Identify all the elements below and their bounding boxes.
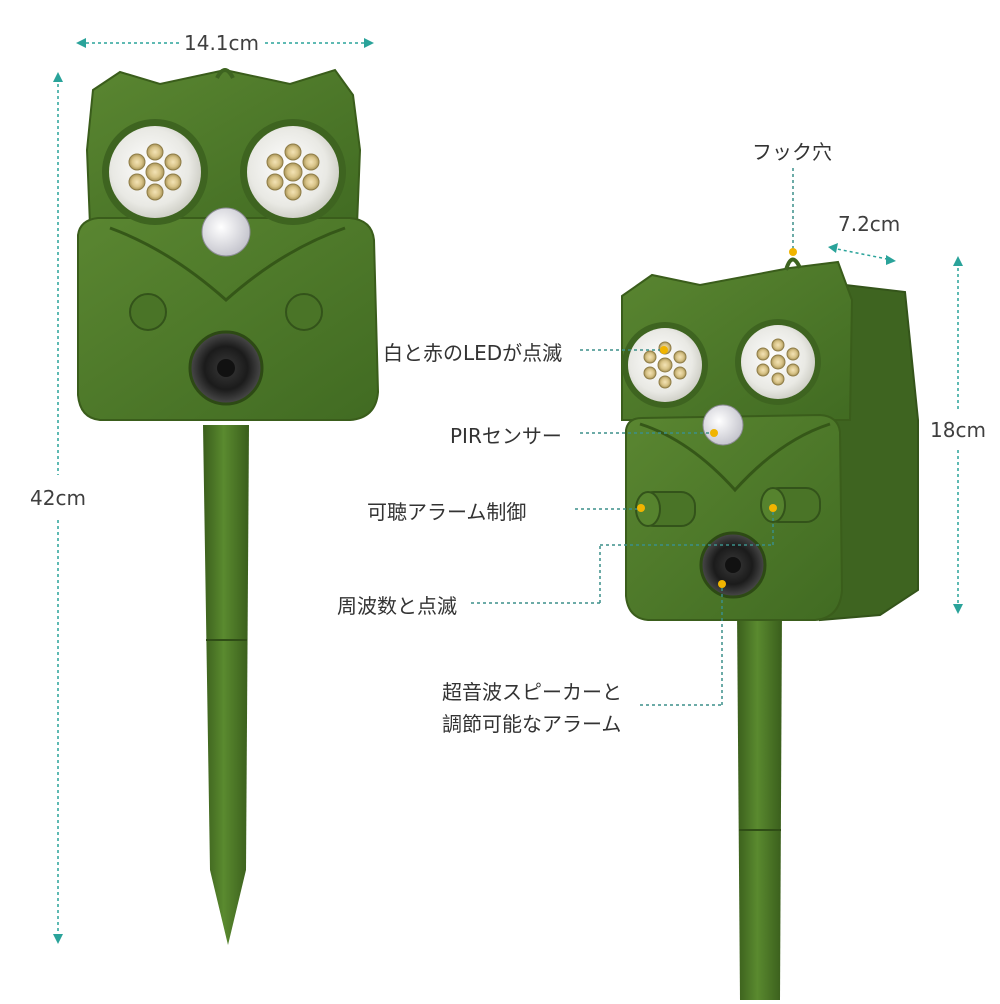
audible-alarm-label: 可聴アラーム制御 — [367, 500, 527, 524]
ground-stake — [203, 425, 249, 945]
height-dimension: 42cm — [26, 486, 90, 510]
ultrasonic-label: 超音波スピーカーと 調節可能なアラーム — [442, 676, 622, 740]
head-height-dimension: 18cm — [926, 418, 990, 442]
angled-view-device — [621, 257, 919, 1000]
ultrasonic-label-line1: 超音波スピーカーと — [442, 680, 622, 704]
ground-stake-angled — [737, 610, 782, 1000]
pir-sensor-label: PIRセンサー — [450, 424, 562, 448]
led-label: 白と赤のLEDが点滅 — [383, 341, 563, 365]
owl-body — [77, 217, 380, 421]
right-knob — [285, 293, 323, 331]
ultrasonic-label-line2: 調節可能なアラーム — [442, 712, 622, 736]
callout-dots — [637, 248, 797, 588]
width-dimension: 14.1cm — [180, 31, 264, 55]
owl-body-angled — [625, 413, 844, 621]
callout-leaders — [471, 168, 794, 706]
left-knob — [129, 293, 167, 331]
hook-hole-label: フック穴 — [752, 140, 832, 164]
depth-dimension: 7.2cm — [838, 212, 901, 236]
hook-loop — [215, 68, 235, 79]
dimension-arrows — [53, 38, 963, 944]
dimension-lines — [57, 42, 959, 940]
frequency-label: 周波数と点滅 — [337, 594, 457, 618]
front-view-device — [77, 68, 380, 945]
pir-sensor — [201, 207, 251, 257]
